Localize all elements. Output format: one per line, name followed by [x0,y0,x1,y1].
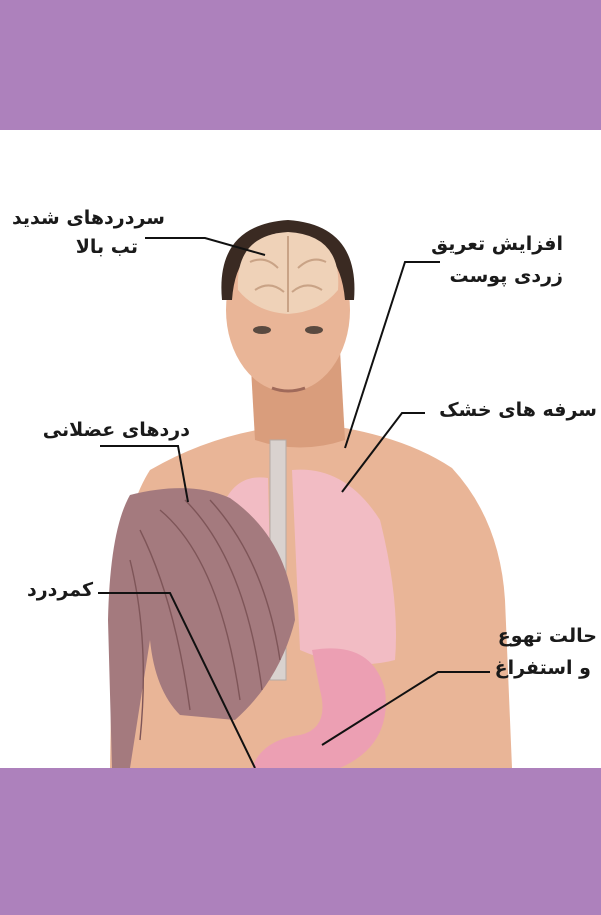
muscle-pain-label: دردهای عضلانی [43,416,190,445]
leader-sweat [345,262,440,448]
nausea-label-line1: حالت تهوع [498,622,597,651]
dry-cough-label: سرفه های خشک [439,396,597,425]
headache-label-line1: سردردهای شدید [12,204,165,233]
sweating-label: افزایش تعریق [431,230,563,259]
left-eye [253,326,271,334]
top-color-band [0,0,601,130]
fever-label: تب بالا [76,233,138,262]
back-pain-label: کمردرد [27,576,93,605]
bottom-color-band [0,768,601,915]
vomiting-label: و استفراغ [495,654,591,683]
right-eye [305,326,323,334]
jaundice-label: زردی پوست [450,262,564,291]
